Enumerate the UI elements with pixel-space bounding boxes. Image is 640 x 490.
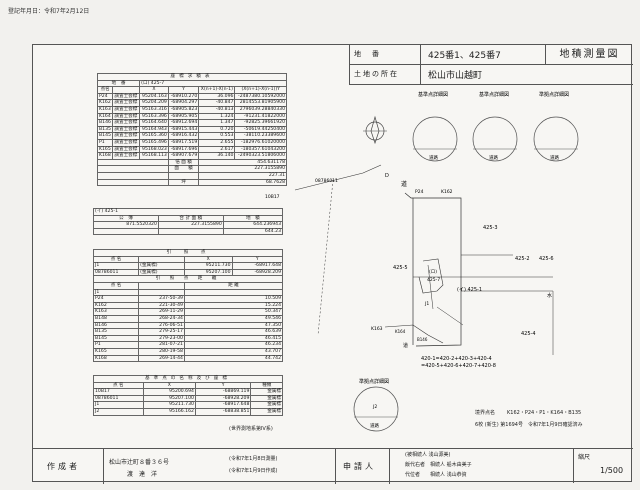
survey-date-1: (令和7年1月8日測量) bbox=[229, 456, 278, 462]
reference-note: (世界測地系第IV系) bbox=[229, 426, 273, 432]
footer: 作成者 松山市辻町８番３６号 渡 達 洋 (令和7年1月8日測量) (令和7年1… bbox=[33, 448, 633, 484]
registration-date: 登記年月日：令和7年2月12日 bbox=[8, 8, 90, 15]
boundary-label: 境界点名 bbox=[475, 410, 496, 416]
survey-sheet: 地 番 425番1、425番7 地積測量図 土地の所在 松山市山越町 座標求積表… bbox=[32, 44, 633, 484]
map-parcel-425-4: 425-4 bbox=[521, 331, 536, 337]
summary-value: 68.7628 bbox=[198, 178, 287, 187]
ref-cell: 金属標 bbox=[250, 407, 283, 416]
map-parcel-425-6: 425-6 bbox=[539, 256, 554, 262]
map-point-k163: K163 bbox=[371, 326, 383, 332]
lot-label: 地 番 bbox=[354, 50, 381, 58]
header-location: 土地の所在 松山市山越町 bbox=[349, 65, 633, 85]
map-point-10b17: 10B17 bbox=[265, 194, 280, 200]
location-value: 松山市山越町 bbox=[428, 71, 483, 81]
map-parcel-425-2: 425-2 bbox=[515, 256, 530, 262]
table-row: 08786011(金属標)95207.100-68928.209 bbox=[92, 268, 284, 277]
area-final: 644.23 bbox=[222, 227, 284, 236]
map-point-08786011: 08786011 bbox=[315, 178, 338, 184]
surveyor-line2: 渡 達 洋 bbox=[127, 471, 158, 478]
detail-point-j2: J2 bbox=[372, 404, 377, 410]
detail-title-1: 基準点詳細図 bbox=[418, 91, 448, 98]
applicant-label: 申請人 bbox=[343, 462, 376, 471]
detail-road-2: 道路 bbox=[489, 154, 498, 161]
area-table: (イ) 425-1 公 簿 合 計 面 積 地 積 871.5520320 22… bbox=[93, 208, 284, 236]
applicant-1: (被相続人 浅山源美) bbox=[405, 452, 451, 458]
page-title: 地積測量図 bbox=[545, 45, 633, 65]
summary-label: 坪 bbox=[167, 178, 200, 187]
map-street-top: 道 bbox=[401, 180, 407, 188]
detail-road-bottom: 道路 bbox=[370, 422, 379, 429]
ref-cell: -68838.851 bbox=[194, 407, 252, 416]
detail-title-bottom: 準拠点詳細図 bbox=[359, 378, 389, 385]
surveyor-label: 作成者 bbox=[47, 462, 80, 471]
map-point-p24: P24 bbox=[415, 189, 424, 195]
pos-sub-cell: 44.742 bbox=[183, 354, 284, 363]
map-point-j1: J1 bbox=[424, 301, 429, 307]
detail-road-3: 道路 bbox=[550, 154, 559, 161]
certification: 6校 (新生) 第1694号 令和7年1月9日確認済み bbox=[475, 422, 583, 428]
scale-label: 縮尺 bbox=[578, 454, 591, 461]
map-parcel-i-425-1: (イ) 425-1 bbox=[457, 287, 482, 293]
survey-map: D 08786011 10B17 道 P24 K162 425-3 425-2 … bbox=[265, 91, 579, 432]
pos-sub-cell: K168 bbox=[92, 354, 140, 363]
location-label: 土地の所在 bbox=[354, 70, 399, 78]
boundary-value: K162・P24・P1・K164・B135 bbox=[507, 410, 582, 416]
survey-date-2: (令和7年1月9日作成) bbox=[229, 468, 278, 474]
north-arrow-icon bbox=[363, 115, 387, 145]
map-point-d: D bbox=[385, 173, 389, 179]
map-point-b146: B146 bbox=[417, 337, 428, 342]
map-parcel-ro: (ロ) bbox=[429, 269, 437, 275]
detail-title-3: 準拠点詳細図 bbox=[539, 91, 569, 98]
applicant-3: 代位者 相続人 浅山恭資 bbox=[405, 472, 467, 478]
detail-title-2: 基準点詳細図 bbox=[479, 91, 509, 98]
map-water: 水 bbox=[547, 292, 552, 299]
scale-value: 1/500 bbox=[600, 466, 624, 475]
map-point-k164: K164 bbox=[395, 329, 406, 334]
scale-box: 縮尺 1/500 bbox=[573, 448, 633, 483]
detail-road-1: 道路 bbox=[429, 154, 438, 161]
header-lot: 地 番 425番1、425番7 bbox=[349, 45, 545, 65]
lot-value: 425番1、425番7 bbox=[428, 51, 501, 61]
map-point-k162: K162 bbox=[441, 189, 453, 195]
map-street-bottom: 道 bbox=[403, 342, 408, 349]
map-formula-1: 420-1=420-2+420-3+420-4 bbox=[421, 356, 492, 362]
map-parcel-425-3: 425-3 bbox=[483, 225, 498, 231]
map-formula-2: =420-5+420-6+420-7+420-8 bbox=[421, 363, 496, 369]
applicant-2: 飯代右者 相続人 船木由美子 bbox=[405, 462, 472, 468]
map-parcel-425-7: 425-7 bbox=[427, 277, 440, 283]
map-parcel-425-5: 425-5 bbox=[393, 265, 408, 271]
surveyor-line1: 松山市辻町８番３６号 bbox=[109, 459, 170, 466]
